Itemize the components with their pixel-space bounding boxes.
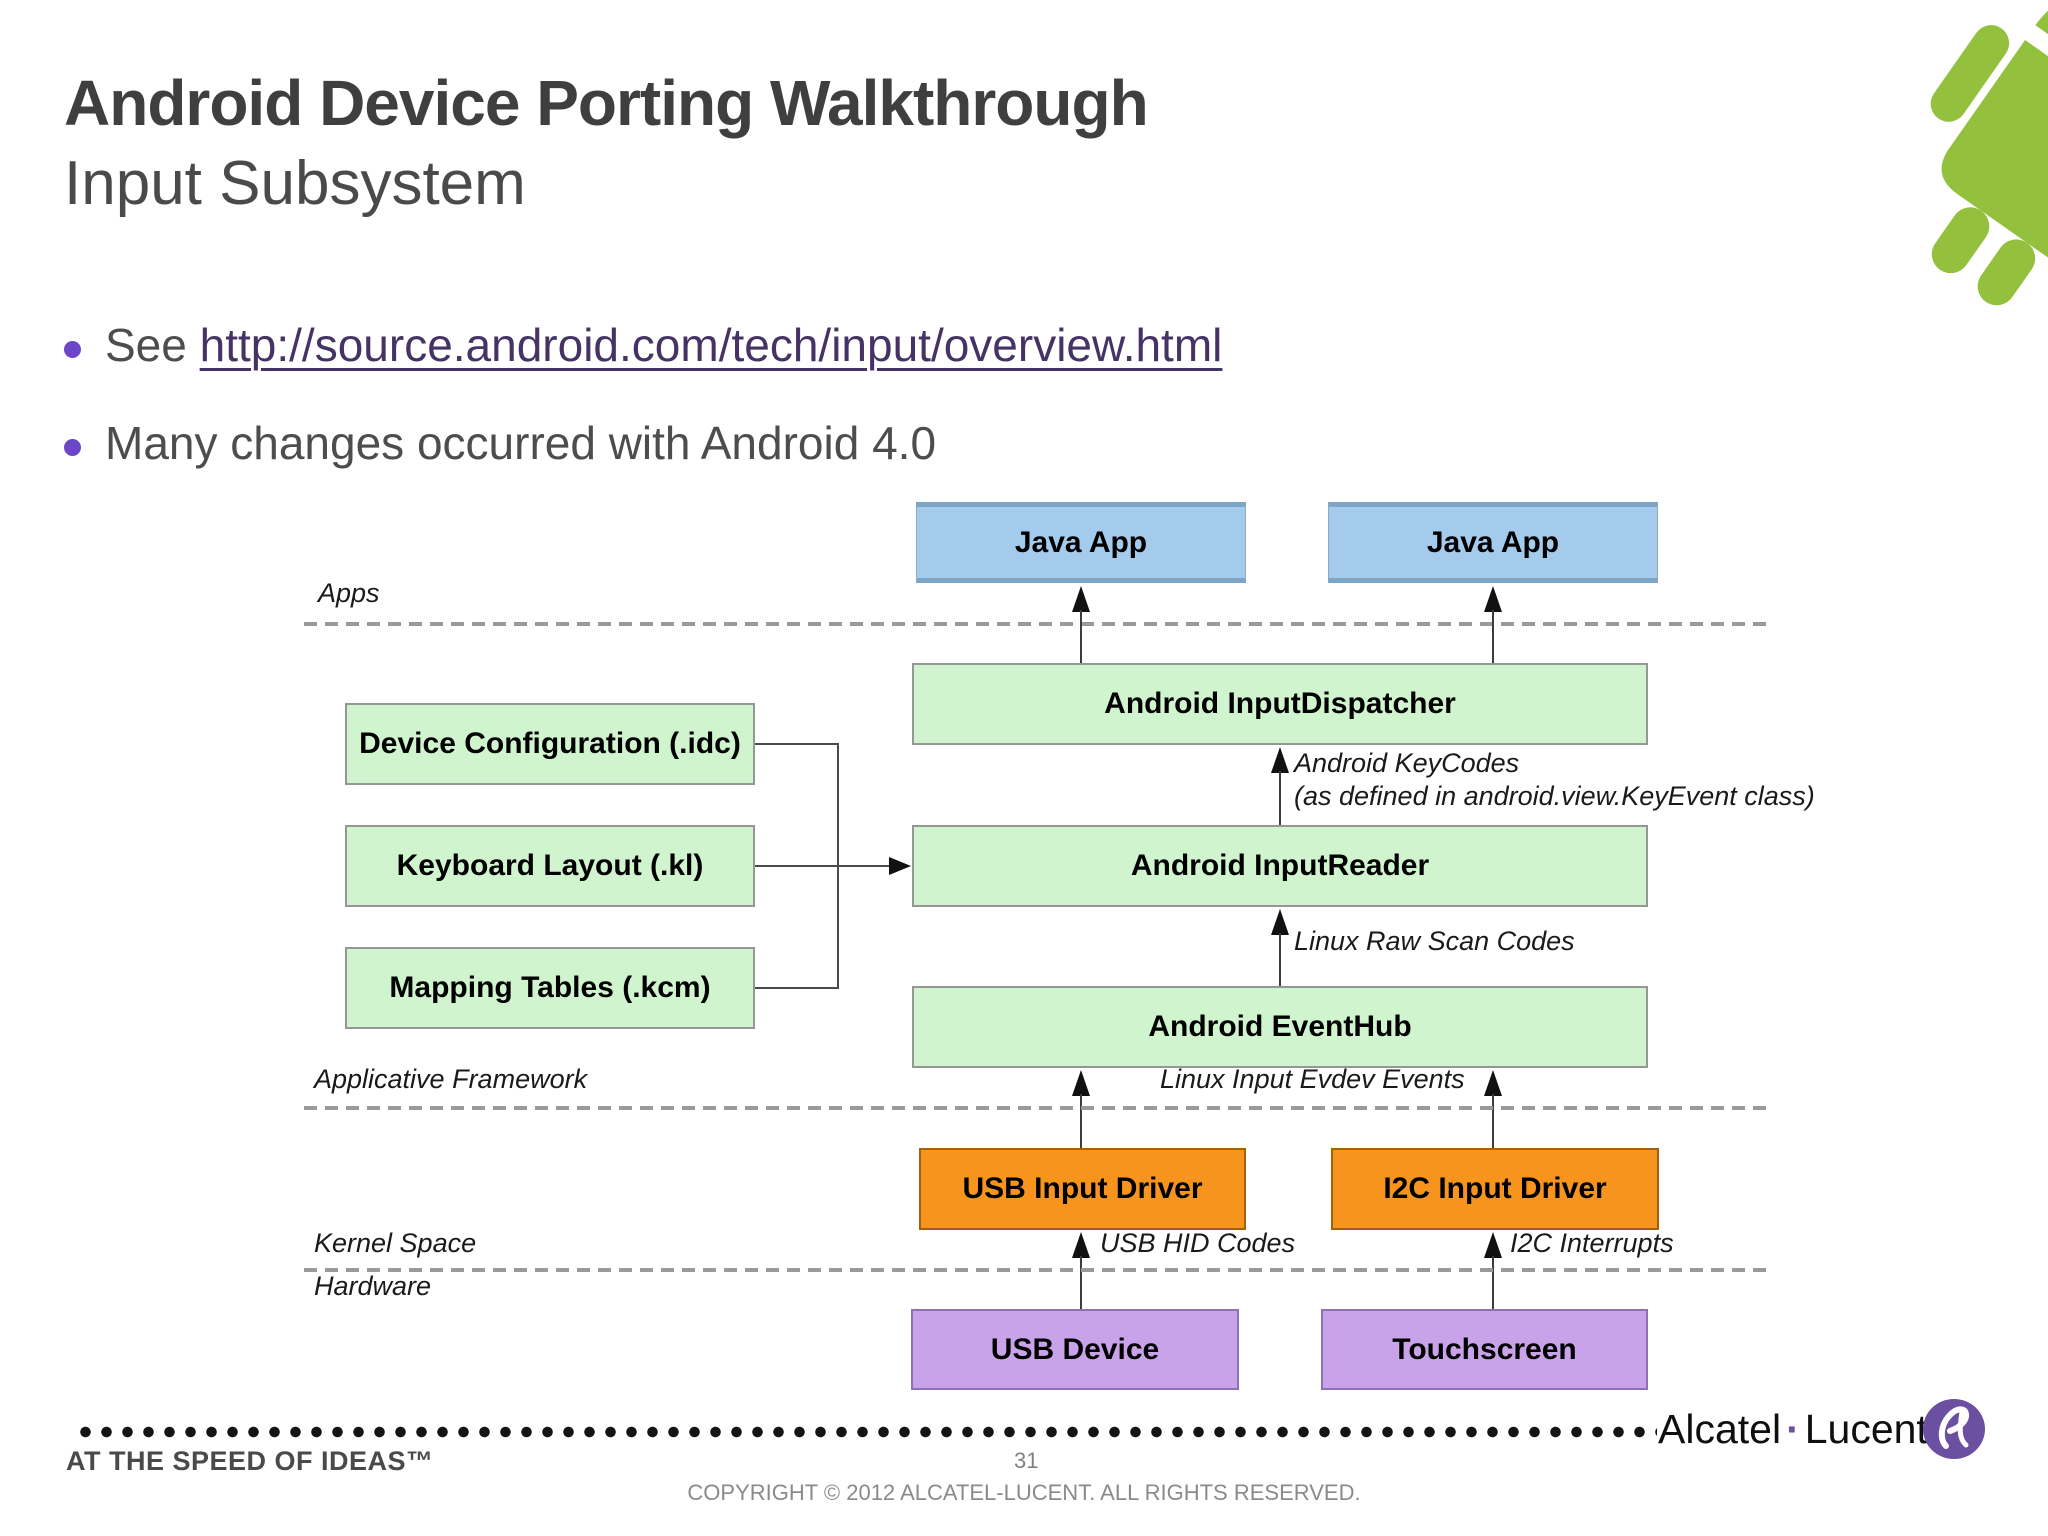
layer-label-hardware: Hardware <box>314 1271 432 1301</box>
robot-body <box>1941 40 2048 268</box>
alcatel-lucent-logo-icon <box>1923 1399 1985 1459</box>
line-usb-eventhub <box>1080 1094 1082 1148</box>
arrowhead-to-i2c-driver <box>1484 1232 1502 1258</box>
edge-label-evdev: Linux Input Evdev Events <box>1160 1064 1465 1094</box>
layer-label-kernel-space: Kernel Space <box>314 1228 477 1258</box>
box-input-dispatcher: Android InputDispatcher <box>912 663 1648 745</box>
box-usb-driver: USB Input Driver <box>919 1148 1246 1230</box>
brand-separator-dot: · <box>1786 1406 1800 1452</box>
line-i2c-eventhub <box>1492 1094 1494 1148</box>
arrowhead-to-java-right <box>1484 586 1502 612</box>
box-mapping-tables: Mapping Tables (.kcm) <box>345 947 755 1029</box>
layer-divider-framework <box>304 1106 1768 1110</box>
line-reader-dispatcher <box>1279 771 1281 825</box>
layer-divider-apps <box>304 622 1768 626</box>
line-touchscreen-driver <box>1492 1256 1494 1309</box>
bullet-item-see-link: See http://source.android.com/tech/input… <box>64 318 1222 372</box>
bullet-icon <box>64 439 81 456</box>
bullet-see-prefix: See <box>105 319 200 371</box>
edge-label-usb-hid: USB HID Codes <box>1100 1228 1296 1258</box>
arrowhead-to-reader <box>1271 909 1289 935</box>
box-keyboard-layout: Keyboard Layout (.kl) <box>345 825 755 907</box>
footer-tagline: AT THE SPEED OF IDEAS™ <box>66 1446 434 1476</box>
arrowhead-to-eventhub-left <box>1072 1070 1090 1096</box>
box-usb-device: USB Device <box>911 1309 1239 1390</box>
layer-divider-kernel <box>304 1268 1768 1272</box>
copyright-text: COPYRIGHT © 2012 ALCATEL-LUCENT. ALL RIG… <box>687 1480 1361 1505</box>
source-android-link[interactable]: http://source.android.com/tech/input/ove… <box>199 319 1223 371</box>
footer-dotted-divider <box>75 1426 1657 1438</box>
box-i2c-driver: I2C Input Driver <box>1331 1148 1659 1230</box>
edge-label-i2c-interrupts: I2C Interrupts <box>1510 1228 1674 1258</box>
robot-leg-right <box>1977 239 2036 306</box>
alcatel-lucent-wordmark: Alcatel·Lucent <box>1658 1406 1928 1453</box>
arrowhead-to-eventhub-right <box>1484 1070 1502 1096</box>
box-input-reader: Android InputReader <box>912 825 1648 907</box>
bullet-changes-text: Many changes occurred with Android 4.0 <box>105 417 937 469</box>
box-touchscreen: Touchscreen <box>1321 1309 1648 1390</box>
brand-alcatel: Alcatel <box>1658 1406 1782 1452</box>
arrowhead-to-usb-driver <box>1072 1232 1090 1258</box>
box-event-hub: Android EventHub <box>912 986 1648 1068</box>
connector-kcm-stub <box>755 987 839 989</box>
edge-label-keycodes-detail: (as defined in android.view.KeyEvent cla… <box>1294 781 1815 811</box>
box-java-app-right: Java App <box>1328 502 1658 583</box>
brand-lucent: Lucent <box>1804 1406 1928 1452</box>
layer-label-applicative-framework: Applicative Framework <box>314 1064 588 1094</box>
arrowhead-to-java-left <box>1072 586 1090 612</box>
bullet-item-changes: Many changes occurred with Android 4.0 <box>64 416 936 470</box>
arrowhead-to-input-reader <box>889 857 911 875</box>
bullet-icon <box>64 341 81 358</box>
line-dispatcher-java-right <box>1492 610 1494 663</box>
line-dispatcher-java-left <box>1080 610 1082 663</box>
layer-label-apps: Apps <box>318 578 380 608</box>
slide-title: Android Device Porting Walkthrough <box>64 67 1149 139</box>
edge-label-keycodes: Android KeyCodes <box>1294 748 1520 778</box>
connector-kl-stub <box>755 865 889 867</box>
arrowhead-to-dispatcher <box>1271 747 1289 773</box>
box-java-app-left: Java App <box>916 502 1246 583</box>
line-usbdevice-driver <box>1080 1256 1082 1309</box>
page-number: 31 <box>1014 1448 1039 1473</box>
android-robot-logo <box>1930 0 2048 306</box>
line-eventhub-reader <box>1279 933 1281 986</box>
robot-leg-left <box>1931 207 1990 274</box>
slide-subtitle: Input Subsystem <box>64 149 526 218</box>
box-device-config: Device Configuration (.idc) <box>345 703 755 785</box>
connector-idc-stub <box>755 743 839 745</box>
edge-label-raw-scan: Linux Raw Scan Codes <box>1294 926 1575 956</box>
robot-arm-left <box>1930 25 2010 122</box>
